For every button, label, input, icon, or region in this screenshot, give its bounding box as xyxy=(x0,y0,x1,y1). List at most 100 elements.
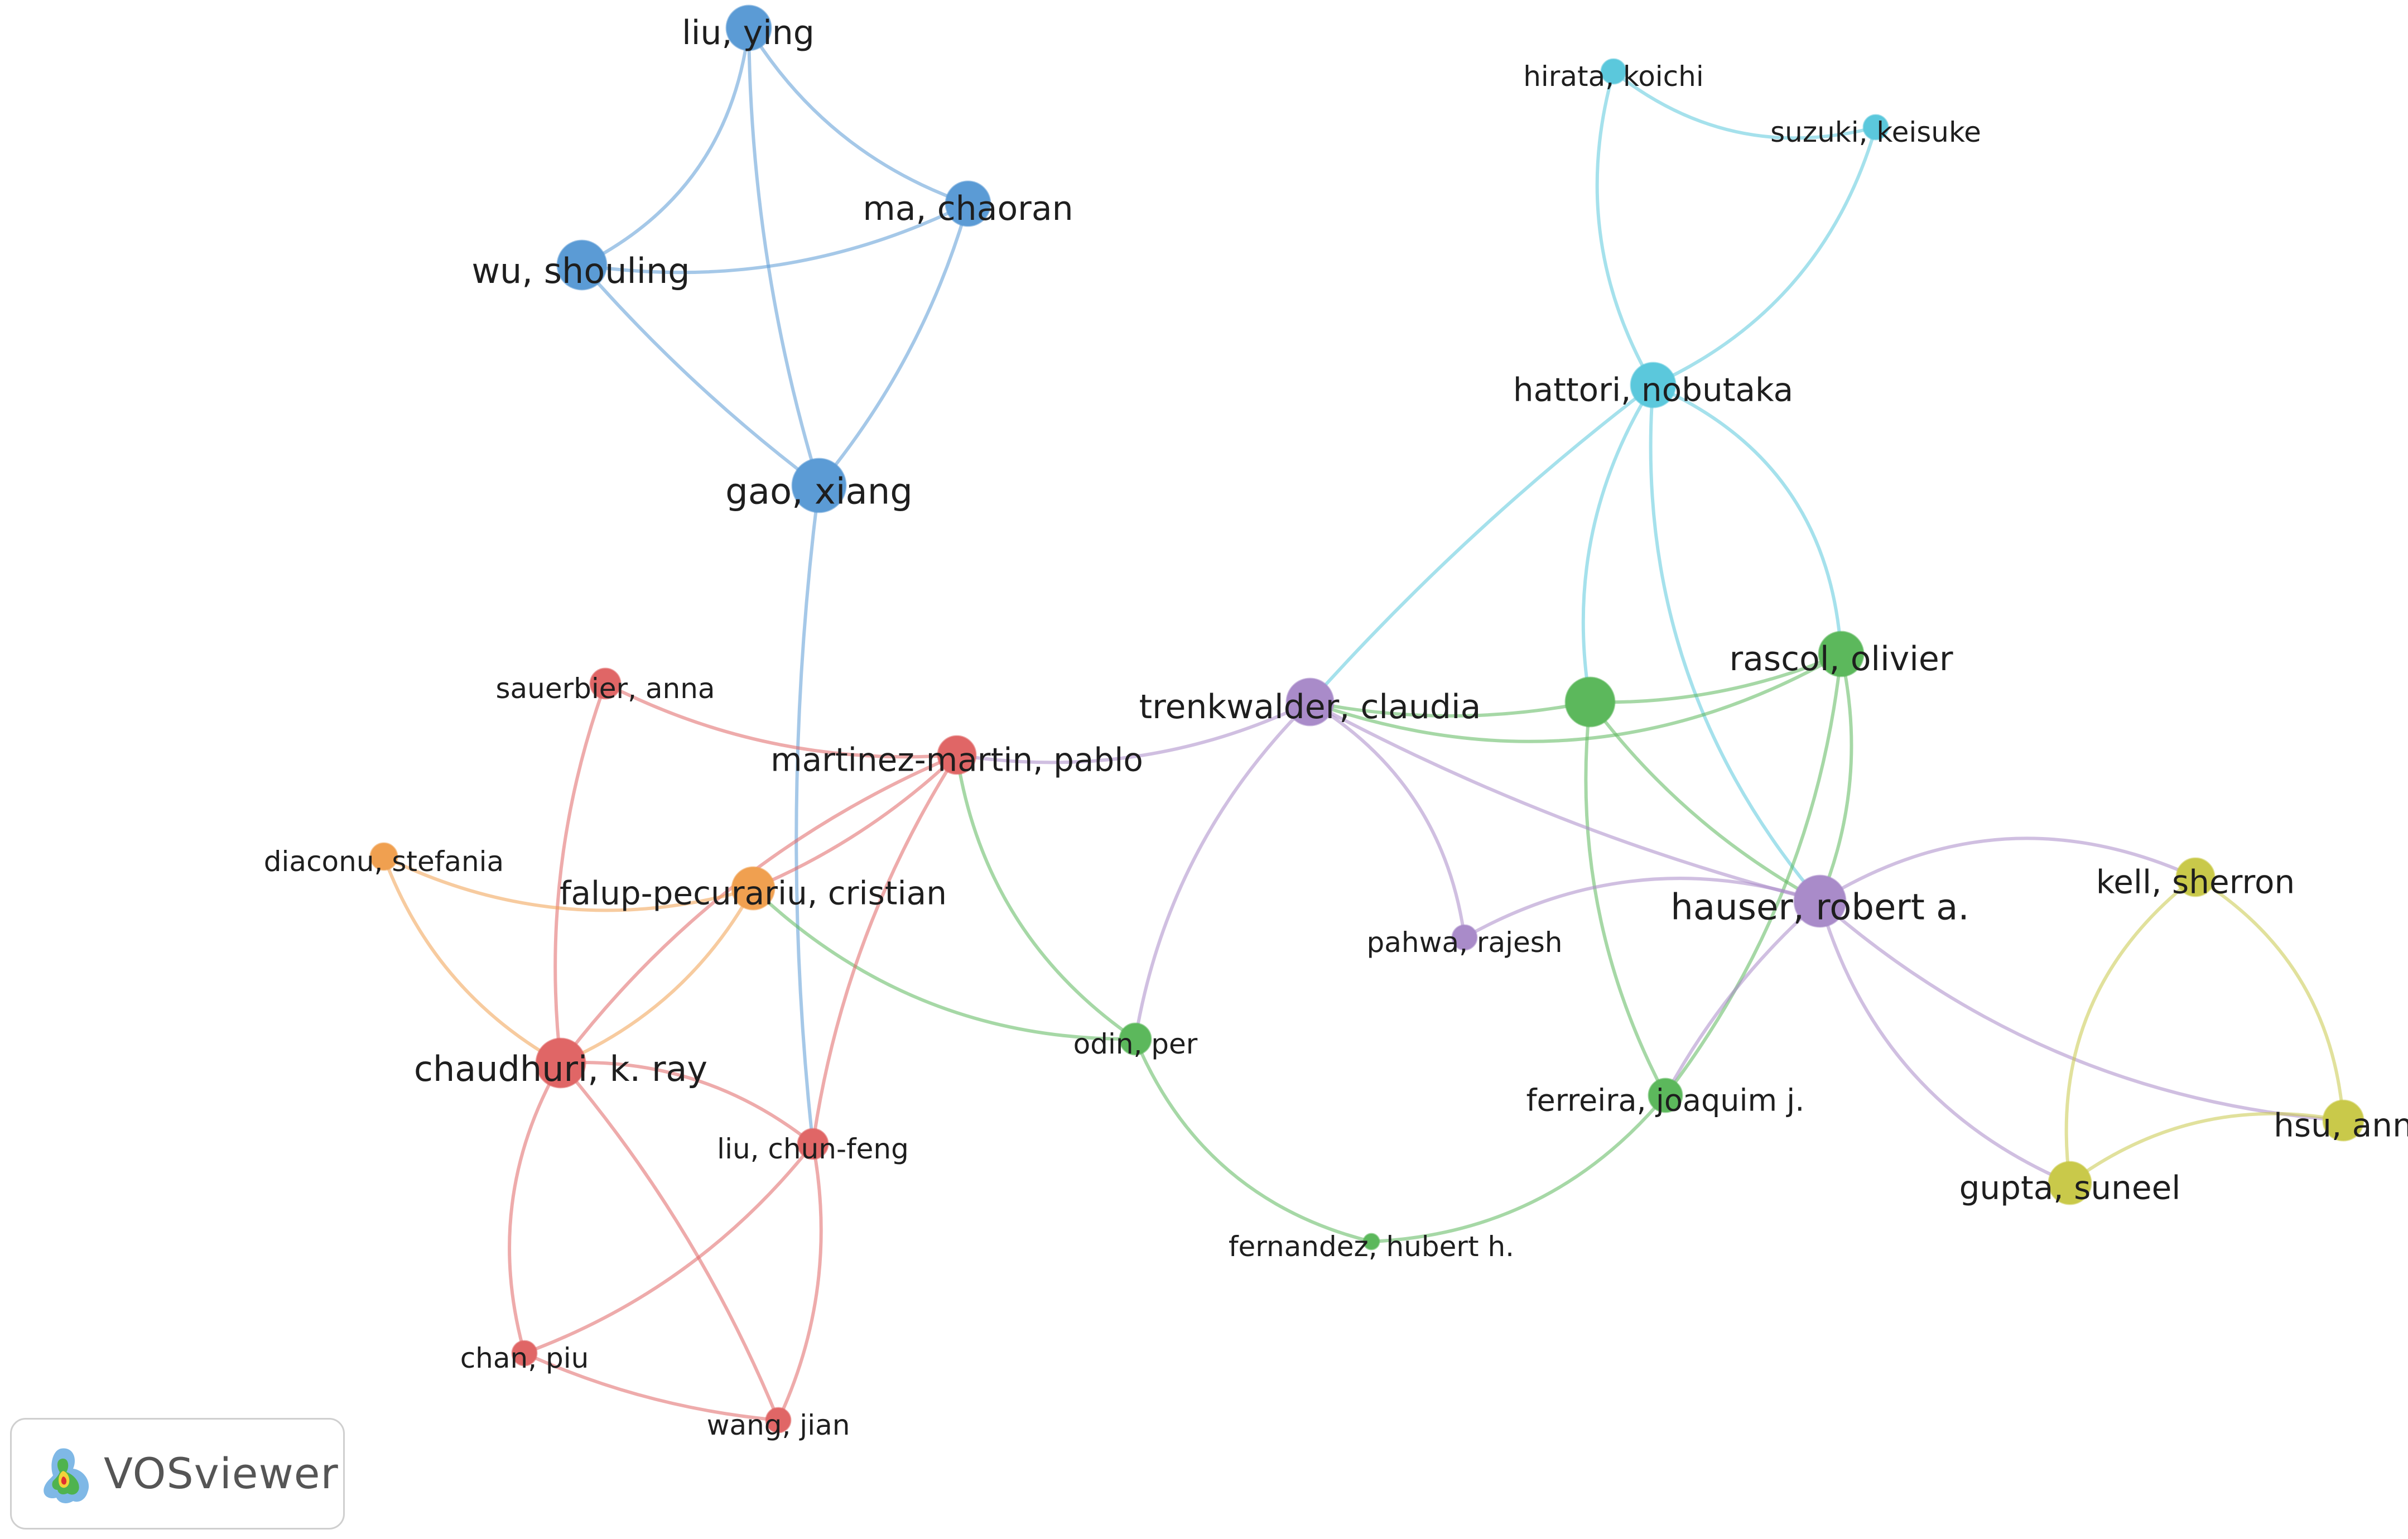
link-liu-chun-feng-wang-jian xyxy=(777,1143,823,1421)
node-kell-sherron[interactable] xyxy=(2175,857,2216,897)
link-green-unlabeled-rascol-olivier xyxy=(1590,652,1842,704)
link-odin-per-martinez-martin-pablo xyxy=(955,754,1136,1041)
node-label-martinez-martin-pablo: martinez-martin, pablo xyxy=(770,741,1143,779)
labels-layer: liu, ying ma, chaoran wu, shouling gao, xia… xyxy=(264,13,2408,1441)
node-chan-piu[interactable] xyxy=(511,1340,538,1367)
link-hauser-robert-ferreira-joaquim xyxy=(1664,900,1821,1096)
node-wu-shouling[interactable] xyxy=(556,239,608,291)
link-trenkwalder-claudia-martinez-martin-pablo xyxy=(956,700,1311,764)
link-wu-shouling-gao-xiang xyxy=(580,264,820,487)
link-hattori-nobutaka-rascol-olivier xyxy=(1652,383,1843,655)
link-hirata-koichi-suzuki-keisuke xyxy=(1612,70,1876,140)
node-label-chan-piu: chan, piu xyxy=(460,1342,589,1374)
node-pahwa-rajesh[interactable] xyxy=(1451,924,1478,951)
link-hauser-robert-gupta-suneel xyxy=(1818,901,2071,1185)
link-kell-sherron-hsu-ann xyxy=(2194,876,2345,1121)
node-fernandez-hubert[interactable] xyxy=(1362,1233,1380,1251)
node-label-liu-chun-feng: liu, chun-feng xyxy=(717,1133,909,1165)
link-falup-pecurariu-cristian-chaudhuri-k-ray xyxy=(560,887,755,1065)
link-hirata-koichi-hattori-nobutaka xyxy=(1595,71,1655,386)
node-hattori-nobutaka[interactable] xyxy=(1630,362,1677,408)
node-label-hattori-nobutaka: hattori, nobutaka xyxy=(1513,371,1793,409)
nodes-layer xyxy=(369,4,2364,1434)
node-label-odin-per: odin, per xyxy=(1073,1028,1198,1060)
node-ferreira-joaquim[interactable] xyxy=(1648,1078,1683,1113)
node-label-sauerbier-anna: sauerbier, anna xyxy=(495,672,715,705)
link-suzuki-keisuke-hattori-nobutaka xyxy=(1652,127,1877,387)
link-rascol-olivier-ferreira-joaquim xyxy=(1664,653,1843,1096)
link-hattori-nobutaka-green-unlabeled xyxy=(1581,384,1655,703)
link-kell-sherron-gupta-suneel xyxy=(2064,876,2197,1184)
link-sauerbier-anna-chaudhuri-k-ray xyxy=(553,682,607,1064)
link-liu-ying-wu-shouling xyxy=(581,27,750,267)
link-liu-chun-feng-chan-piu xyxy=(523,1143,815,1355)
node-label-diaconu-stefania: diaconu, stefania xyxy=(264,845,504,878)
node-sauerbier-anna[interactable] xyxy=(589,667,622,700)
node-wang-jian[interactable] xyxy=(765,1407,792,1434)
node-label-chaudhuri-k-ray: chaudhuri, k. ray xyxy=(414,1049,707,1089)
node-trenkwalder-claudia[interactable] xyxy=(1285,677,1335,727)
node-label-hauser-robert: hauser, robert a. xyxy=(1670,887,1969,928)
node-label-wang-jian: wang, jian xyxy=(707,1409,850,1441)
link-trenkwalder-claudia-hauser-robert xyxy=(1309,700,1821,903)
link-chan-piu-wang-jian xyxy=(523,1352,779,1422)
node-rascol-olivier[interactable] xyxy=(1818,631,1865,677)
node-label-ma-chaoran: ma, chaoran xyxy=(863,189,1073,228)
node-label-gupta-suneel: gupta, suneel xyxy=(1959,1169,2181,1207)
link-trenkwalder-claudia-odin-per xyxy=(1134,700,1312,1040)
logo-text: VOSviewer xyxy=(104,1449,339,1498)
link-sauerbier-anna-martinez-martin-pablo xyxy=(604,682,957,759)
vosviewer-logo-icon xyxy=(44,1448,89,1503)
node-suzuki-keisuke[interactable] xyxy=(1862,114,1889,141)
link-rascol-olivier-trenkwalder-claudia xyxy=(1309,652,1842,743)
node-hirata-koichi[interactable] xyxy=(1600,58,1627,85)
node-falup-pecurariu-cristian[interactable] xyxy=(731,866,776,911)
link-martinez-martin-pablo-falup-pecurariu-cristian xyxy=(752,753,959,890)
link-fernandez-hubert-ferreira-joaquim xyxy=(1371,1094,1667,1243)
node-label-liu-ying: liu, ying xyxy=(682,13,815,52)
node-label-gao-xiang: gao, xiang xyxy=(725,471,913,512)
node-label-ferreira-joaquim: ferreira, joaquim j. xyxy=(1526,1083,1805,1118)
node-label-fernandez-hubert: fernandez, hubert h. xyxy=(1229,1230,1514,1263)
link-chaudhuri-k-ray-chan-piu xyxy=(508,1062,562,1354)
node-chaudhuri-k-ray[interactable] xyxy=(535,1037,586,1089)
link-liu-ying-ma-chaoran xyxy=(747,27,969,205)
node-label-hirata-koichi: hirata, koichi xyxy=(1523,60,1704,93)
link-hattori-nobutaka-trenkwalder-claudia xyxy=(1308,383,1654,704)
link-chaudhuri-k-ray-wang-jian xyxy=(559,1062,780,1421)
node-label-wu-shouling: wu, shouling xyxy=(471,251,690,291)
node-diaconu-stefania[interactable] xyxy=(369,842,398,871)
link-diaconu-stefania-chaudhuri-k-ray xyxy=(382,855,562,1065)
link-hattori-nobutaka-hauser-robert xyxy=(1649,384,1822,902)
node-label-falup-pecurariu-cristian: falup-pecurariu, cristian xyxy=(560,874,947,912)
node-green-unlabeled[interactable] xyxy=(1564,676,1616,728)
link-hauser-robert-kell-sherron xyxy=(1819,836,2197,903)
link-trenkwalder-claudia-pahwa-rajesh xyxy=(1309,700,1466,938)
node-gao-xiang[interactable] xyxy=(791,458,847,513)
link-odin-per-falup-pecurariu-cristian xyxy=(752,887,1136,1041)
node-label-pahwa-rajesh: pahwa, rajesh xyxy=(1367,926,1563,959)
node-hauser-robert[interactable] xyxy=(1793,874,1847,928)
link-wu-shouling-ma-chaoran xyxy=(581,202,969,275)
node-martinez-martin-pablo[interactable] xyxy=(937,735,977,775)
link-odin-per-fernandez-hubert xyxy=(1134,1038,1372,1243)
node-label-trenkwalder-claudia: trenkwalder, claudia xyxy=(1139,687,1481,727)
link-rascol-olivier-hauser-robert xyxy=(1818,653,1853,902)
node-label-hsu-ann: hsu, ann xyxy=(2274,1107,2408,1144)
node-gupta-suneel[interactable] xyxy=(2048,1161,2092,1205)
node-label-kell-sherron: kell, sherron xyxy=(2096,863,2295,901)
vosviewer-logo: VOSviewer xyxy=(10,1418,345,1530)
link-martinez-martin-pablo-liu-chun-feng xyxy=(811,754,959,1144)
node-liu-chun-feng[interactable] xyxy=(797,1128,829,1160)
link-ma-chaoran-gao-xiang xyxy=(817,203,970,487)
node-hsu-ann[interactable] xyxy=(2322,1099,2364,1142)
link-hauser-robert-hsu-ann xyxy=(1819,900,2344,1122)
node-liu-ying[interactable] xyxy=(725,4,772,51)
link-gupta-suneel-hsu-ann xyxy=(2069,1112,2344,1185)
node-ma-chaoran[interactable] xyxy=(945,180,991,227)
node-label-rascol-olivier: rascol, olivier xyxy=(1729,639,1953,679)
link-gao-xiang-liu-chun-feng xyxy=(794,485,821,1144)
link-chaudhuri-k-ray-liu-chun-feng xyxy=(560,1061,814,1146)
node-odin-per[interactable] xyxy=(1119,1022,1152,1056)
